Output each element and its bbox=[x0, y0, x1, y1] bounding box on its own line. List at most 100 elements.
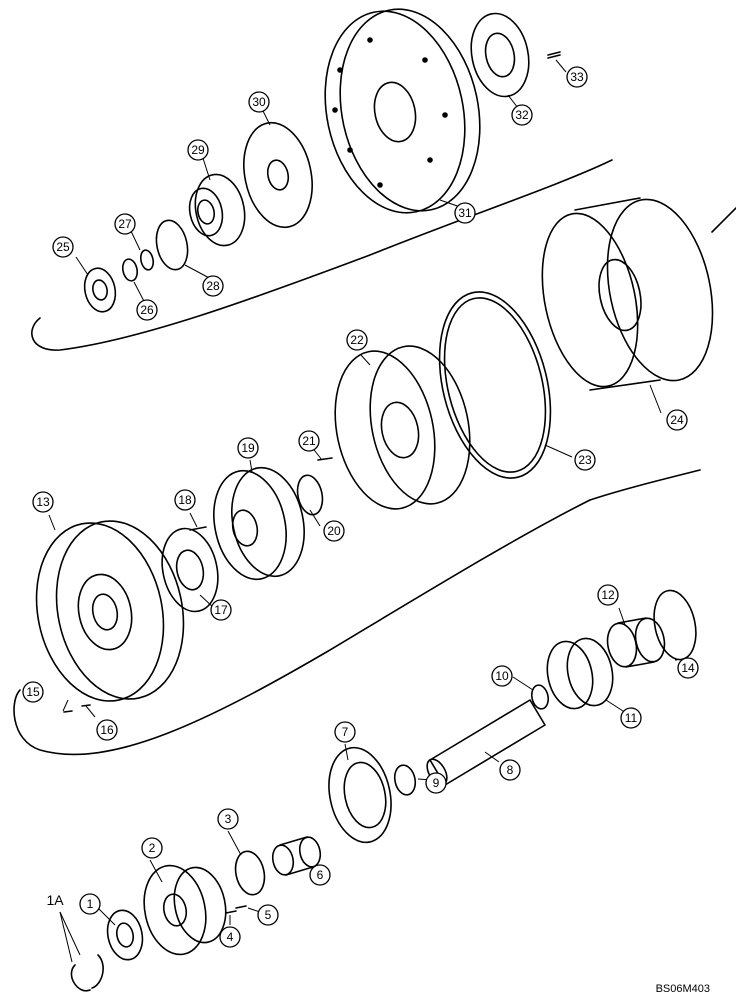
callout-label: 23 bbox=[578, 453, 592, 467]
callout-label: 12 bbox=[601, 588, 615, 602]
callout-circle bbox=[597, 584, 619, 606]
callout-label: 13 bbox=[36, 495, 50, 509]
callout-2: 2 bbox=[141, 837, 163, 859]
callout-circle bbox=[666, 409, 688, 431]
callout-circle bbox=[257, 904, 279, 926]
callout-circle bbox=[136, 299, 158, 321]
callout-circle bbox=[174, 489, 196, 511]
callout-circle bbox=[499, 759, 521, 781]
callout-32: 32 bbox=[511, 104, 533, 126]
callout-25: 25 bbox=[52, 236, 74, 258]
housing-part-24 bbox=[541, 197, 714, 391]
callout-circle bbox=[323, 520, 345, 542]
callout-label: 19 bbox=[241, 441, 255, 455]
callout-label: 20 bbox=[327, 524, 341, 538]
callout-label: 15 bbox=[26, 685, 40, 699]
disc-part-30 bbox=[243, 121, 313, 229]
callout-24: 24 bbox=[666, 409, 688, 431]
middle-group-boundary-line-right bbox=[589, 469, 701, 501]
callout-circle bbox=[79, 893, 101, 915]
pump-housing-part-13 bbox=[35, 520, 185, 702]
snap-ring-part-28 bbox=[155, 219, 189, 271]
callout-label: 1A bbox=[46, 892, 64, 908]
gear-part-11 bbox=[546, 637, 614, 710]
callout-circle bbox=[248, 91, 270, 113]
callout-26: 26 bbox=[136, 299, 158, 321]
callout-14: 14 bbox=[677, 657, 699, 679]
callout-30: 30 bbox=[248, 91, 270, 113]
callout-circle bbox=[491, 665, 513, 687]
callout-circle bbox=[511, 104, 533, 126]
callout-label: 9 bbox=[433, 776, 440, 790]
callout-18: 18 bbox=[174, 489, 196, 511]
callout-15: 15 bbox=[22, 681, 44, 703]
callout-label: 33 bbox=[570, 70, 584, 84]
stator-part-19 bbox=[213, 466, 305, 581]
bolt-part-33 bbox=[547, 51, 561, 59]
callout-label: 10 bbox=[495, 669, 509, 683]
callout-label: 31 bbox=[458, 206, 472, 220]
callout-label: 16 bbox=[100, 723, 114, 737]
callout-9: 9 bbox=[425, 772, 447, 794]
callout-circle bbox=[114, 213, 136, 235]
callout-circle bbox=[52, 236, 74, 258]
callout-label: 8 bbox=[507, 763, 514, 777]
callout-17: 17 bbox=[210, 599, 232, 621]
callout-label: 4 bbox=[227, 930, 234, 944]
callout-circle bbox=[22, 681, 44, 703]
ring-part-26 bbox=[121, 258, 139, 282]
callout-circle bbox=[574, 449, 596, 471]
callout-circle bbox=[187, 139, 209, 161]
callout-circle bbox=[425, 772, 447, 794]
callout-1A: 1A bbox=[46, 892, 64, 908]
callout-27: 27 bbox=[114, 213, 136, 235]
middle-group-boundary-line bbox=[13, 499, 591, 756]
callout-circle bbox=[210, 599, 232, 621]
callout-28: 28 bbox=[202, 275, 224, 297]
callout-label: 32 bbox=[515, 108, 529, 122]
callout-19: 19 bbox=[237, 437, 259, 459]
callout-circle bbox=[309, 864, 331, 886]
callout-11: 11 bbox=[620, 707, 642, 729]
callout-label: 5 bbox=[265, 908, 272, 922]
callout-label: 25 bbox=[56, 240, 70, 254]
callout-label: 7 bbox=[342, 725, 349, 739]
callout-label: 28 bbox=[206, 279, 220, 293]
callout-label: 11 bbox=[625, 711, 638, 725]
callout-label: 14 bbox=[681, 661, 695, 675]
callout-label: 3 bbox=[225, 812, 232, 826]
callout-circle bbox=[346, 329, 368, 351]
callout-circle bbox=[454, 202, 476, 224]
reference-code: BS06M403 bbox=[656, 983, 710, 995]
callout-circle bbox=[219, 926, 241, 948]
fastener-part-4-5 bbox=[225, 905, 247, 914]
o-ring-part-23 bbox=[438, 291, 552, 479]
callout-4: 4 bbox=[219, 926, 241, 948]
callout-20: 20 bbox=[323, 520, 345, 542]
pin-part-21 bbox=[317, 457, 333, 461]
callout-10: 10 bbox=[491, 665, 513, 687]
callout-22: 22 bbox=[346, 329, 368, 351]
callout-label: 22 bbox=[350, 333, 364, 347]
callout-7: 7 bbox=[334, 721, 356, 743]
callout-21: 21 bbox=[298, 430, 320, 452]
callout-13: 13 bbox=[32, 491, 54, 513]
seal-part-7 bbox=[328, 746, 392, 844]
callout-label: 18 bbox=[178, 493, 192, 507]
callout-8: 8 bbox=[499, 759, 521, 781]
callout-circle bbox=[237, 437, 259, 459]
callout-circle bbox=[141, 837, 163, 859]
hub-part-29 bbox=[188, 173, 246, 247]
upper-group-boundary-line bbox=[31, 159, 613, 351]
callout-label: 1 bbox=[87, 897, 94, 911]
callout-label: 26 bbox=[140, 303, 154, 317]
callout-16: 16 bbox=[96, 719, 118, 741]
snap-ring-part-3 bbox=[234, 850, 266, 896]
gasket-part-17 bbox=[161, 527, 219, 613]
callout-circle bbox=[32, 491, 54, 513]
callout-circle bbox=[202, 275, 224, 297]
callout-1: 1 bbox=[79, 893, 101, 915]
callout-label: 30 bbox=[252, 95, 266, 109]
washer-part-20 bbox=[296, 474, 324, 516]
